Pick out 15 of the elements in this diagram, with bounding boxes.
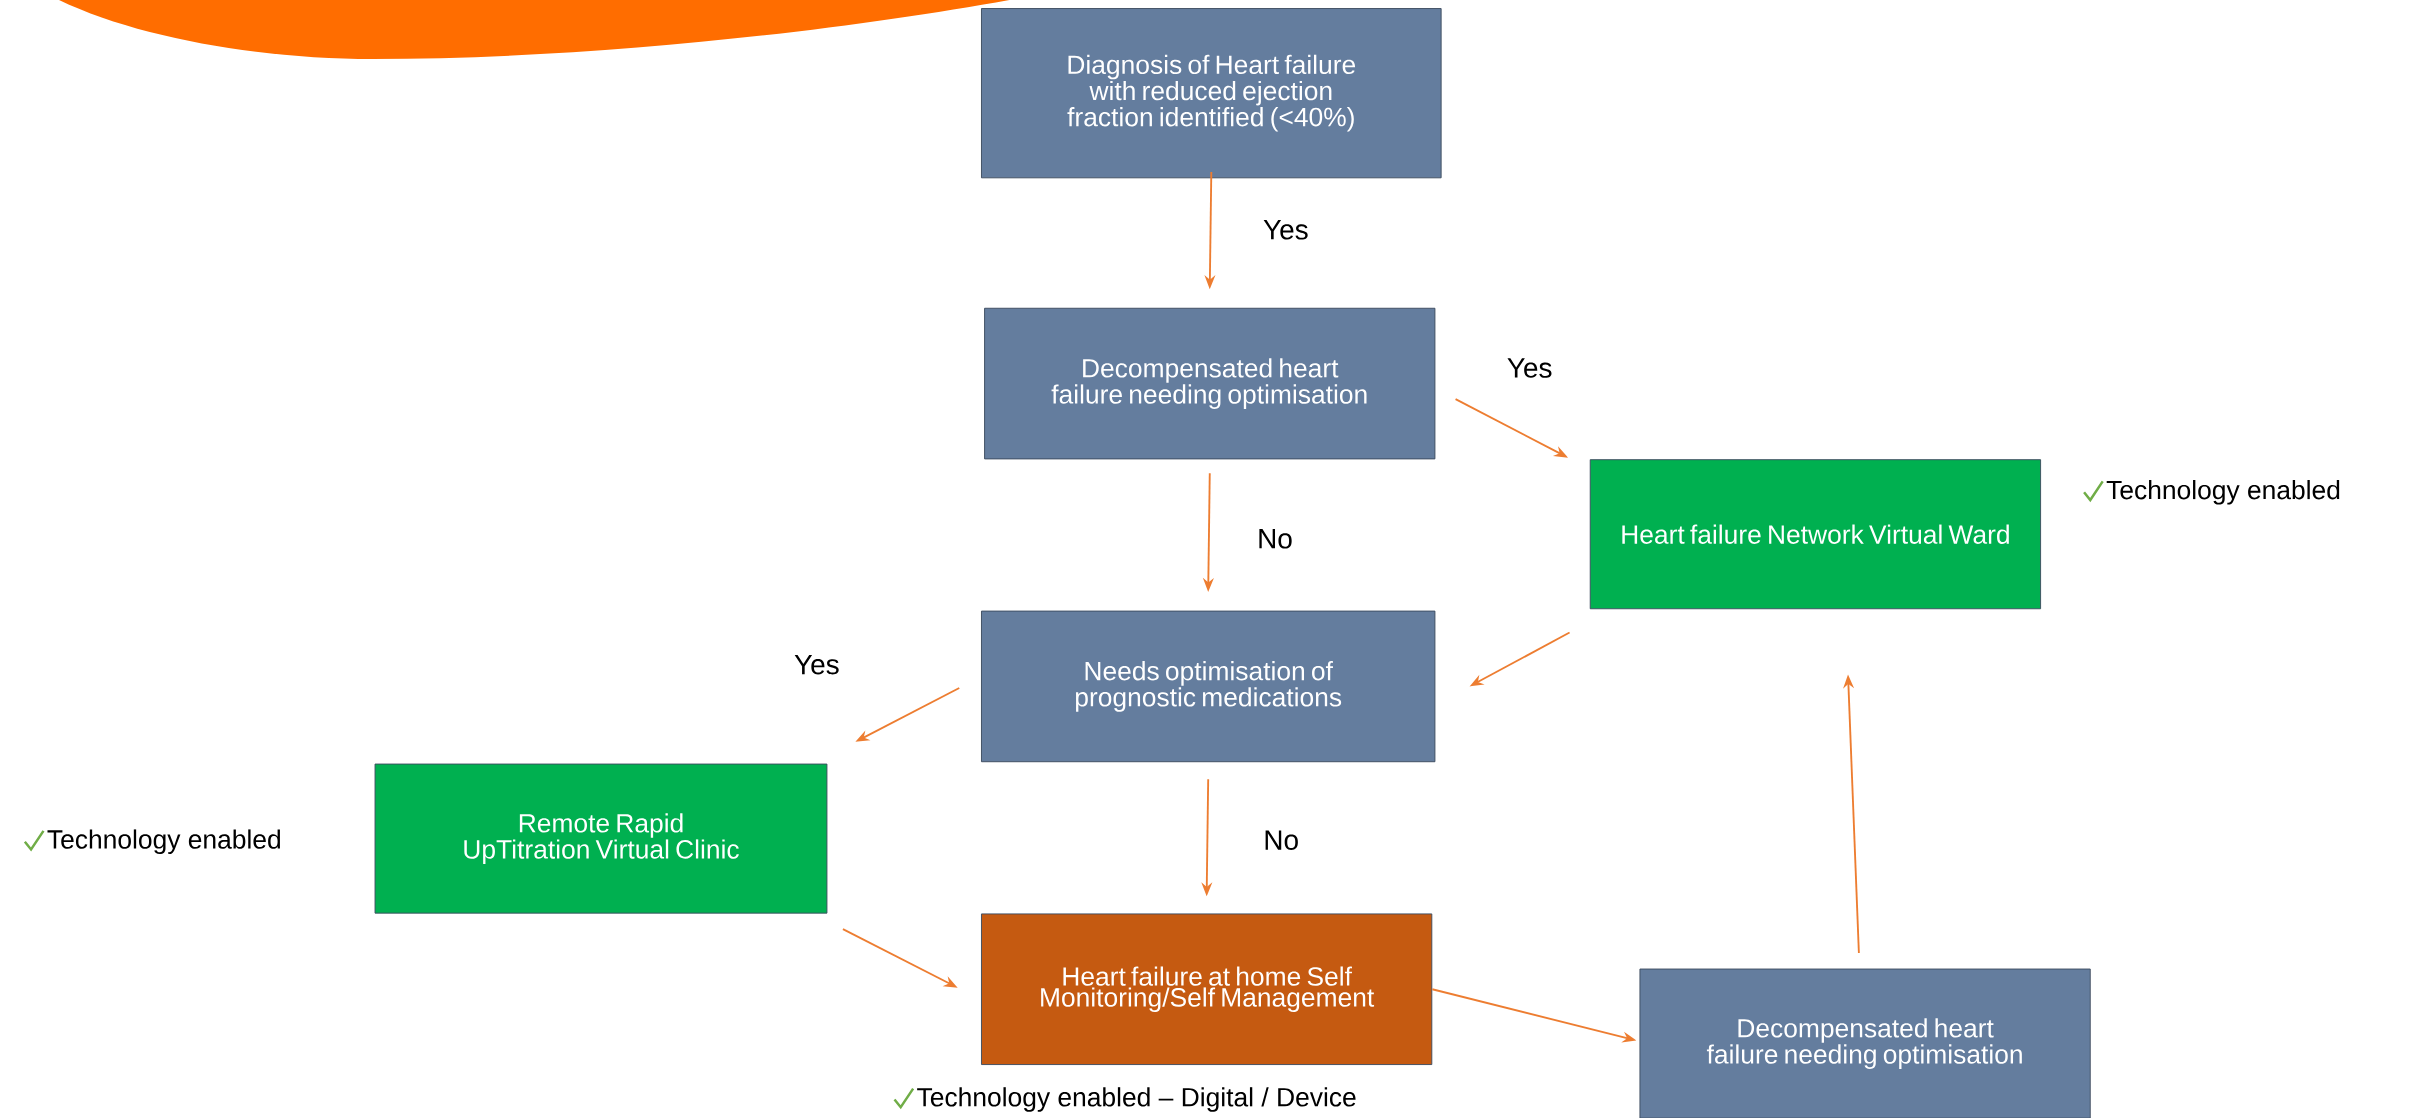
note-text: Technology enabled [47, 829, 280, 854]
edge-label: Yes [790, 651, 843, 678]
note-text: Technology enabled – Digital / Device [917, 1087, 1356, 1112]
note-text: Technology enabled [2106, 479, 2340, 505]
edge-label: Yes [1259, 216, 1312, 243]
process-box: Decompensated heart failure needing optimisation [984, 307, 1436, 460]
edge-label: No [1254, 525, 1296, 552]
service-box: Heart failure at home Self Monitoring/Self Management [981, 913, 1433, 1065]
process-box: Decompensated heart failure needing optimisation [1639, 968, 2091, 1118]
service-box: Remote Rapid UpTitration Virtual Clinic [374, 763, 828, 914]
process-box: Needs optimisation of prognostic medications [981, 610, 1436, 763]
service-box: Heart failure Network Virtual Ward [1589, 459, 2042, 610]
edge-label: Yes [1503, 355, 1556, 381]
process-box: Diagnosis of Heart failure with reduced ejection fraction identified (<40%) [981, 8, 1442, 179]
edge-label: No [1260, 827, 1303, 853]
